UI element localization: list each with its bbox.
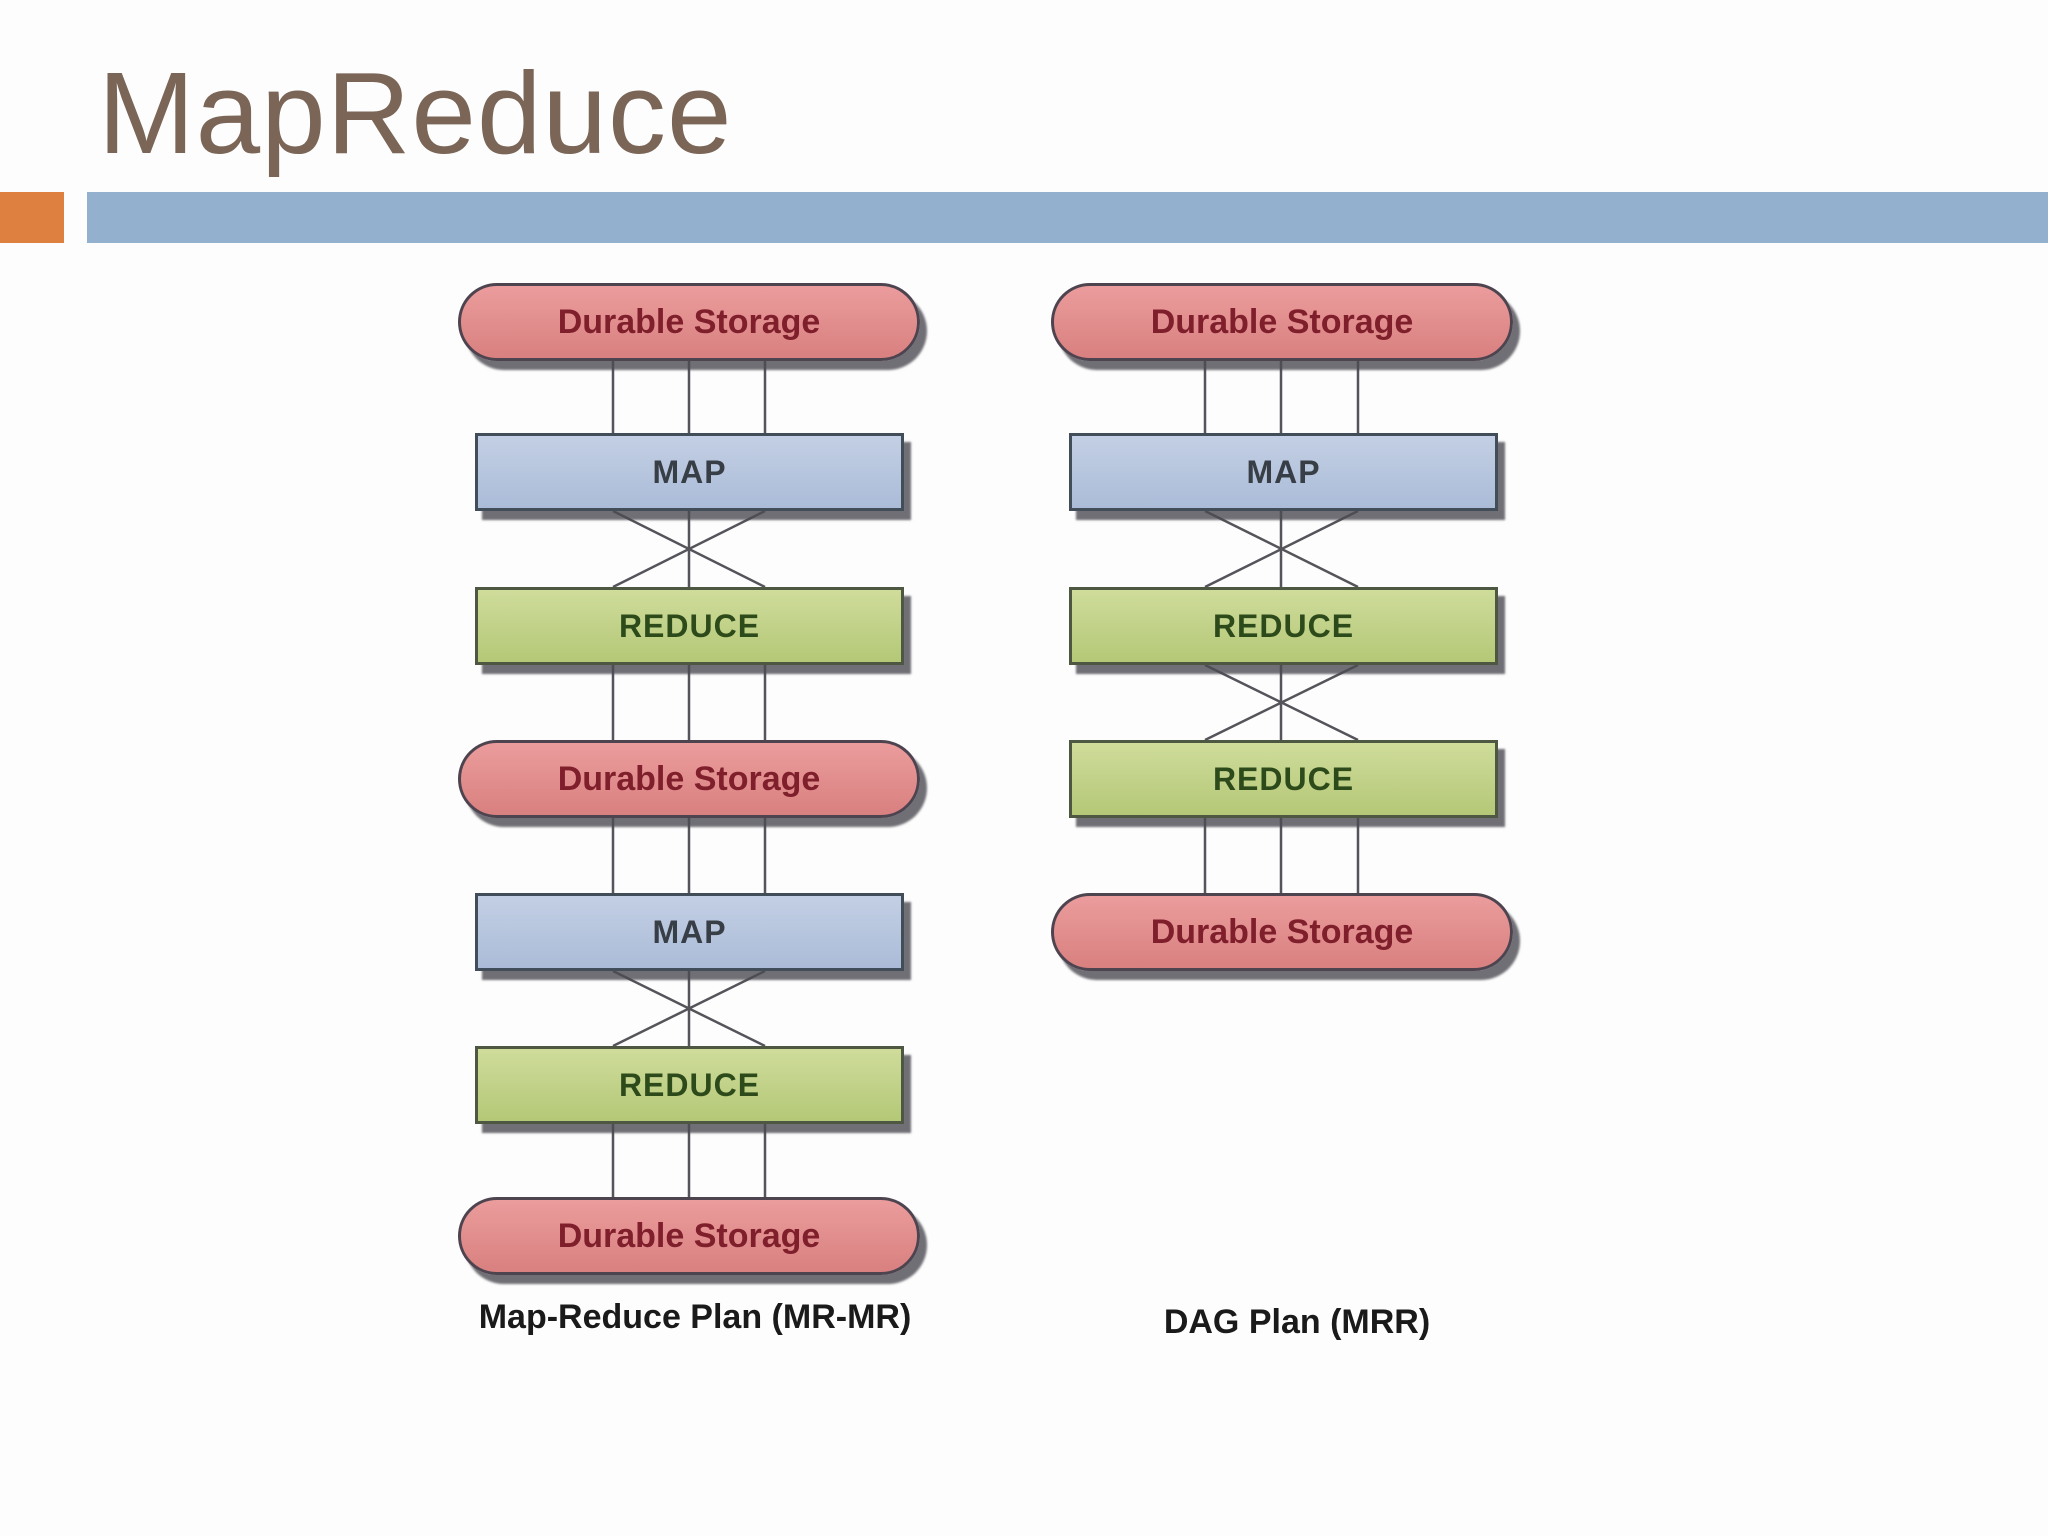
node-map: MAP	[475, 433, 904, 511]
right-plan-caption: DAG Plan (MRR)	[1163, 1303, 1431, 1341]
orange-accent-square	[0, 192, 64, 243]
right-plan-connectors	[1203, 361, 1360, 893]
node-durable-storage: Durable Storage	[458, 283, 920, 361]
node-reduce: REDUCE	[1069, 740, 1498, 818]
node-durable-storage: Durable Storage	[1051, 893, 1513, 971]
node-reduce: REDUCE	[475, 587, 904, 665]
node-map: MAP	[475, 893, 904, 971]
node-durable-storage: Durable Storage	[1051, 283, 1513, 361]
slide-title: MapReduce	[98, 48, 733, 178]
node-map: MAP	[1069, 433, 1498, 511]
node-durable-storage: Durable Storage	[458, 1197, 920, 1275]
node-durable-storage: Durable Storage	[458, 740, 920, 818]
left-plan-caption: Map-Reduce Plan (MR-MR)	[478, 1298, 912, 1336]
left-plan-connectors	[611, 361, 767, 1197]
node-reduce: REDUCE	[475, 1046, 904, 1124]
node-reduce: REDUCE	[1069, 587, 1498, 665]
blue-accent-bar	[87, 192, 2048, 243]
